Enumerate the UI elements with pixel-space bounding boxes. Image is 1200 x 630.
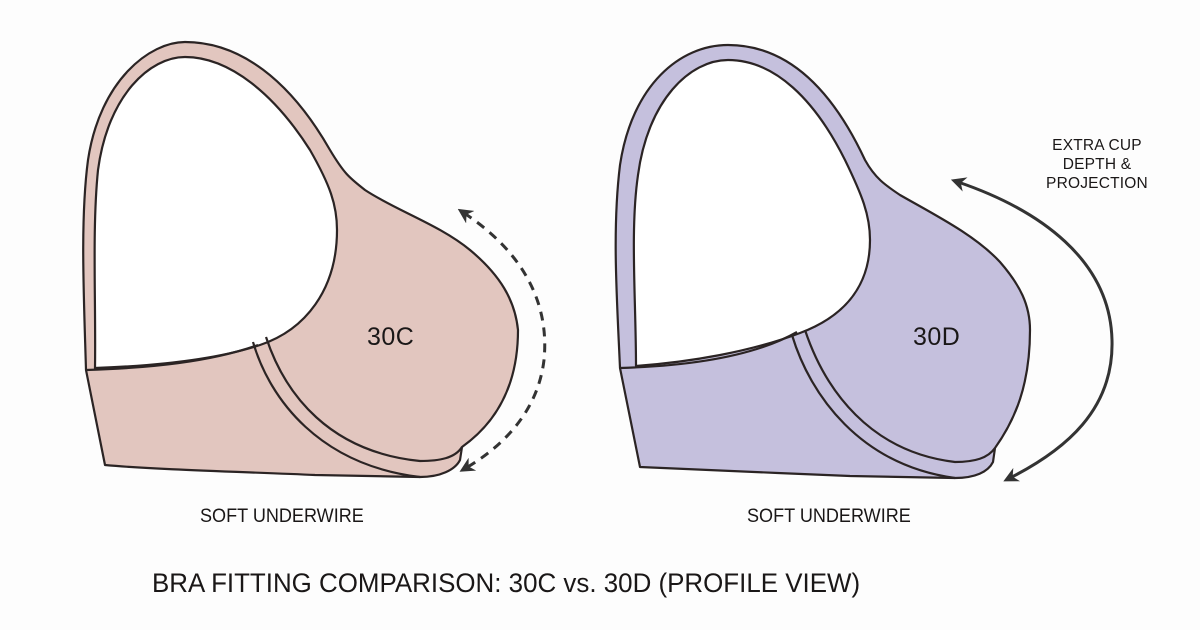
callout-line-2: DEPTH &	[1062, 156, 1132, 173]
bra-30d-strap-opening	[632, 58, 872, 368]
wire-label-30c: SOFT UNDERWIRE	[200, 506, 364, 527]
bra-30c-band-edge	[85, 343, 259, 372]
bra-30c-underwire-inner	[264, 336, 463, 463]
bra-30d-underwire	[790, 334, 956, 480]
bra-30c-underwire	[251, 341, 421, 479]
callout-line-3: PROJECTION	[1046, 175, 1148, 192]
size-label-30c: 30C	[367, 323, 415, 351]
depth-callout: EXTRA CUP DEPTH & PROJECTION	[1022, 136, 1172, 193]
bra-30c-depth-arrow	[457, 208, 547, 472]
size-label-30d: 30D	[913, 323, 961, 351]
bra-30d-band-edge	[619, 331, 798, 370]
page-title: BRA FITTING COMPARISON: 30C vs. 30D (PRO…	[152, 568, 861, 598]
wire-label-30d: SOFT UNDERWIRE	[747, 506, 911, 527]
bra-30d-depth-arrow	[950, 177, 1114, 482]
bra-30d-illustration	[614, 43, 1114, 482]
callout-line-1: EXTRA CUP	[1052, 137, 1142, 154]
bra-30c-strap-opening	[93, 55, 339, 370]
bra-30c-illustration	[82, 40, 547, 479]
